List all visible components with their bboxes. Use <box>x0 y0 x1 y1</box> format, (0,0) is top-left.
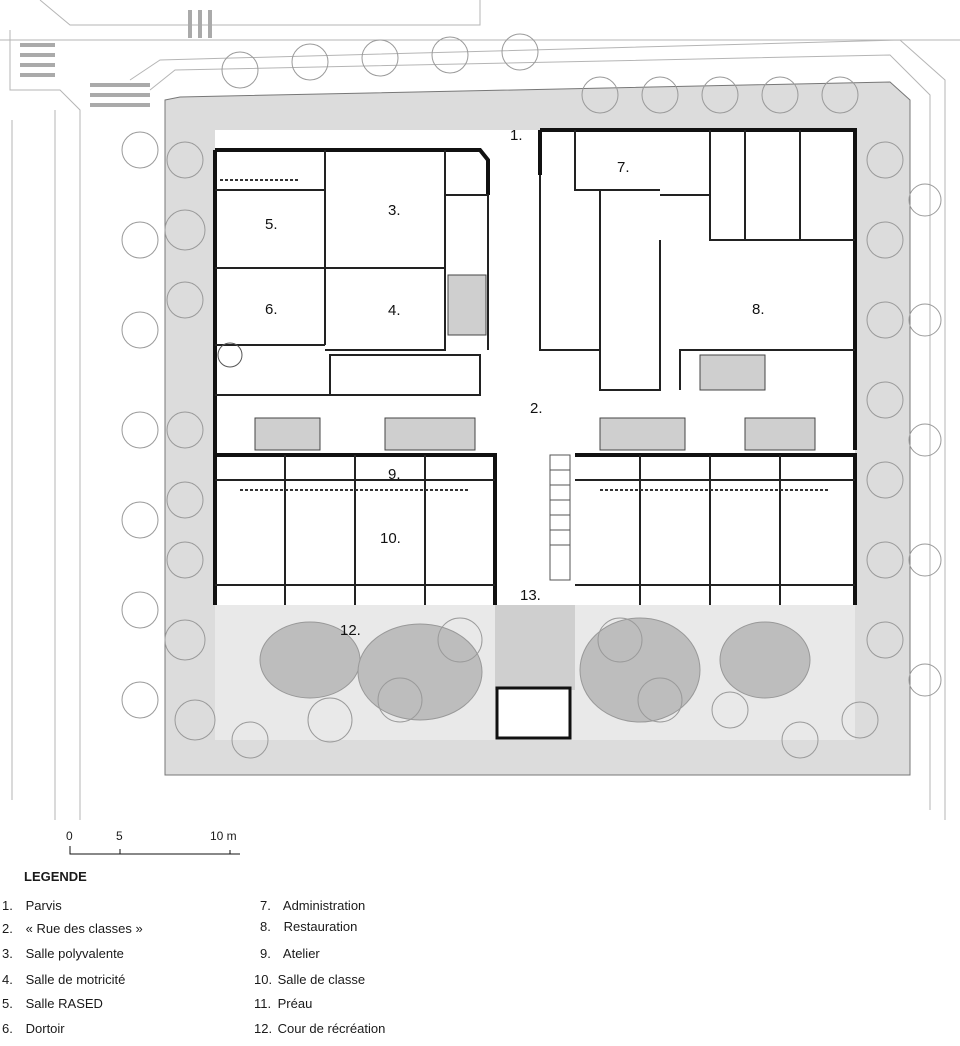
window-bands <box>220 179 830 491</box>
scale-bar <box>69 846 240 855</box>
legend-item: 5. Salle RASED <box>2 996 103 1011</box>
floor-plan: 1. 2. 3. 4. 5. 6. 7. 8. 9. 10. 12. 13. <box>0 0 960 820</box>
label-administration: 7. <box>617 159 630 176</box>
scale-five: 5 <box>116 829 123 843</box>
legend-item: 11. Préau <box>254 996 313 1011</box>
crosswalk <box>20 10 212 107</box>
kiosk <box>495 686 572 740</box>
legend-item: 10. Salle de classe <box>254 972 366 987</box>
label-preau: 13. <box>520 587 541 604</box>
label-parvis: 1. <box>510 127 523 144</box>
walls <box>213 128 857 605</box>
scale-ten: 10 m <box>210 829 237 843</box>
label-restauration: 8. <box>752 301 765 318</box>
legend-item: 2. « Rue des classes » <box>2 921 143 936</box>
label-rue-des-classes: 2. <box>530 400 543 417</box>
legend-title: LEGENDE <box>24 869 87 884</box>
legend-item: 9. Atelier <box>260 946 320 961</box>
legend-item: 8. Restauration <box>260 919 358 934</box>
scale-zero: 0 <box>66 829 73 843</box>
legend-item: 6. Dortoir <box>2 1021 65 1036</box>
patios <box>254 274 816 451</box>
trees <box>121 33 942 759</box>
play-areas <box>259 617 811 723</box>
label-salle-de-classe: 10. <box>380 530 401 547</box>
street-lines <box>0 0 960 820</box>
interior-walls <box>215 130 855 605</box>
label-salle-rased: 5. <box>265 216 278 233</box>
legend-item: 3. Salle polyvalente <box>2 946 124 961</box>
legend-item: 1. Parvis <box>2 898 62 913</box>
label-cour-de-recreation: 12. <box>340 622 361 639</box>
legend-item: 12. Cour de récréation <box>254 1021 386 1036</box>
legend-item: 4. Salle de motricité <box>2 972 126 987</box>
label-dortoir: 6. <box>265 301 278 318</box>
legend-item: 7. Administration <box>260 898 366 913</box>
stairs <box>217 342 571 581</box>
label-salle-motricite: 4. <box>388 302 401 319</box>
label-atelier: 9. <box>388 466 401 483</box>
label-salle-polyvalente: 3. <box>388 202 401 219</box>
